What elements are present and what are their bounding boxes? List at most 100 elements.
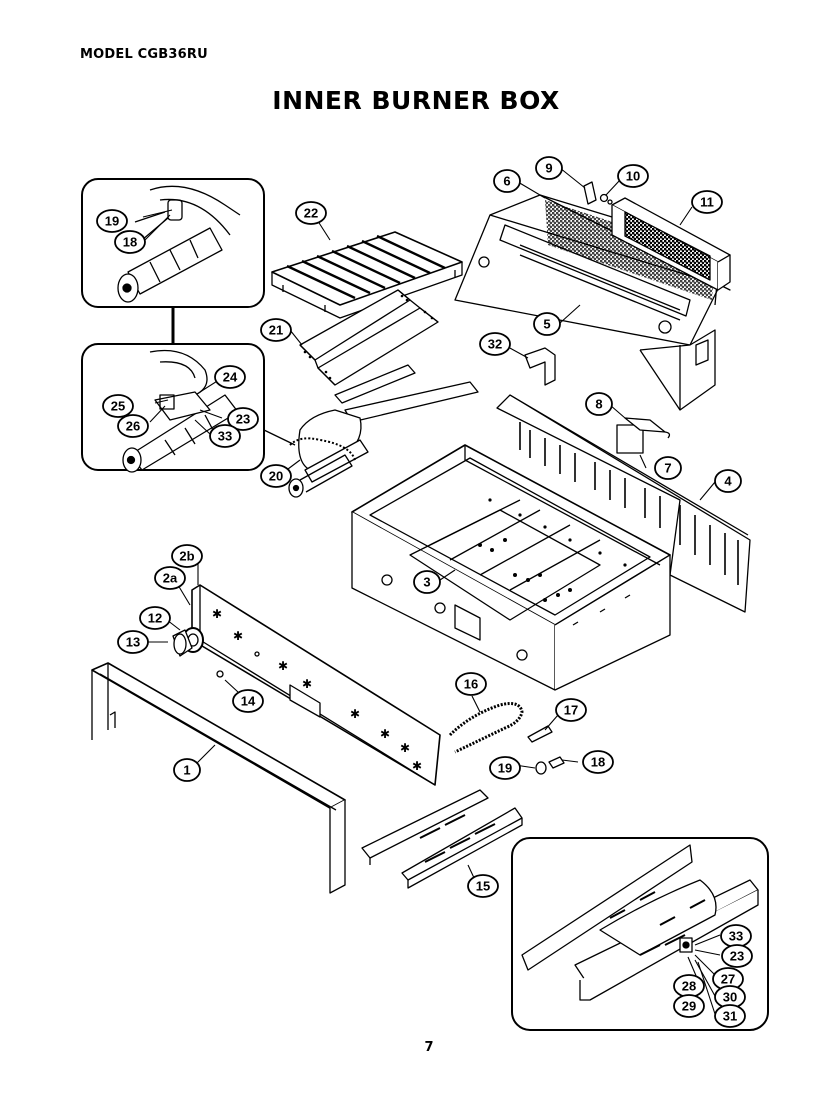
callout-c5: 5 (533, 312, 561, 336)
callout-label: 13 (126, 635, 140, 650)
callout-label: 10 (626, 169, 640, 184)
callout-label: 29 (682, 999, 696, 1014)
callout-i2_33: 33 (209, 424, 241, 448)
callout-c16: 16 (455, 672, 487, 696)
callout-label: 28 (682, 979, 696, 994)
part-20-burners (288, 364, 479, 498)
leader-lines (142, 167, 721, 1015)
callout-label: 17 (564, 703, 578, 718)
callout-label: 14 (241, 694, 256, 709)
callout-label: 2b (179, 549, 194, 564)
part-2b-control-panel: ✱ ✱ ✱ ✱ ✱ ✱ ✱ ✱ (191, 584, 441, 786)
callout-label: 20 (269, 469, 283, 484)
callout-i3_23: 23 (721, 944, 753, 968)
callout-label: 1 (183, 763, 190, 778)
part-12-13-14-knob (172, 627, 224, 678)
callout-label: 33 (218, 429, 232, 444)
callout-c17: 17 (555, 698, 587, 722)
callout-label: 26 (126, 419, 140, 434)
part-3-burner-box (351, 444, 671, 691)
callout-c21: 21 (260, 318, 292, 342)
callout-label: 7 (664, 461, 671, 476)
callout-i3_28: 28 (673, 974, 705, 998)
part-21-heat-shield (299, 289, 439, 386)
callout-i2_23: 23 (227, 407, 259, 431)
callout-label: 8 (595, 397, 602, 412)
callout-c2b: 2b (171, 544, 203, 568)
callout-i3_33: 33 (720, 924, 752, 948)
inset-orifice-detail (81, 178, 265, 308)
callout-label: 32 (488, 337, 502, 352)
callout-label: 22 (304, 206, 318, 221)
callout-i2_26: 26 (117, 414, 149, 438)
callout-label: 23 (730, 949, 744, 964)
callout-label: 11 (700, 195, 714, 210)
page-number: 7 (424, 1040, 434, 1055)
callout-c9: 9 (535, 156, 563, 180)
callout-c3: 3 (413, 570, 441, 594)
callout-i2_25: 25 (102, 394, 134, 418)
callout-c8: 8 (585, 392, 613, 416)
svg-text:✱: ✱ (302, 677, 312, 691)
part-5-6-front-panel (454, 194, 731, 411)
callout-c18: 18 (582, 750, 614, 774)
part-9-10-hardware (583, 181, 613, 205)
callout-c4: 4 (714, 469, 742, 493)
callout-c22: 22 (295, 201, 327, 225)
callout-label: 18 (591, 755, 605, 770)
part-16-thermocouple (448, 702, 524, 754)
svg-text:✱: ✱ (278, 659, 288, 673)
callout-label: 2a (163, 571, 178, 586)
callout-label: 19 (105, 214, 119, 229)
callout-i3_29: 29 (673, 994, 705, 1018)
callout-label: 12 (148, 611, 162, 626)
inset-manifold-detail (511, 837, 769, 1031)
callout-label: 18 (123, 235, 137, 250)
callout-i1_19: 19 (96, 209, 128, 233)
part-7-8-igniter (616, 417, 671, 454)
callout-c2a: 2a (154, 566, 186, 590)
diagram-title: INNER BURNER BOX (272, 86, 560, 115)
callout-c6: 6 (493, 169, 521, 193)
part-17-18-19-hardware (527, 725, 565, 775)
callout-c15: 15 (467, 874, 499, 898)
callout-label: 6 (503, 174, 510, 189)
callout-i2_24: 24 (214, 365, 246, 389)
callout-label: 16 (464, 677, 478, 692)
svg-text:✱: ✱ (400, 741, 410, 755)
callout-label: 27 (721, 972, 735, 987)
callout-i3_31: 31 (714, 1004, 746, 1028)
model-number: MODEL CGB36RU (80, 47, 208, 62)
part-4-rear-panel (496, 394, 751, 613)
callout-label: 31 (723, 1009, 737, 1024)
callout-label: 15 (476, 879, 490, 894)
callout-c19: 19 (489, 756, 521, 780)
callout-c13: 13 (117, 630, 149, 654)
part-11-control-box (611, 197, 731, 291)
callout-c11: 11 (691, 190, 723, 214)
svg-text:✱: ✱ (350, 707, 360, 721)
callout-label: 21 (269, 323, 283, 338)
callout-label: 19 (498, 761, 512, 776)
svg-text:✱: ✱ (380, 727, 390, 741)
callout-c7: 7 (654, 456, 682, 480)
callout-c12: 12 (139, 606, 171, 630)
callout-c20: 20 (260, 464, 292, 488)
callout-label: 30 (723, 990, 737, 1005)
callout-label: 3 (423, 575, 430, 590)
callout-label: 5 (543, 317, 550, 332)
callout-label: 4 (724, 474, 732, 489)
callout-c14: 14 (232, 689, 264, 713)
part-15-manifold (361, 789, 523, 889)
callout-c10: 10 (617, 164, 649, 188)
callout-label: 33 (729, 929, 743, 944)
callout-label: 25 (111, 399, 125, 414)
svg-text:✱: ✱ (412, 759, 422, 773)
callout-label: 9 (545, 161, 552, 176)
callout-c32: 32 (479, 332, 511, 356)
callout-label: 24 (223, 370, 238, 385)
callout-c1: 1 (173, 758, 201, 782)
